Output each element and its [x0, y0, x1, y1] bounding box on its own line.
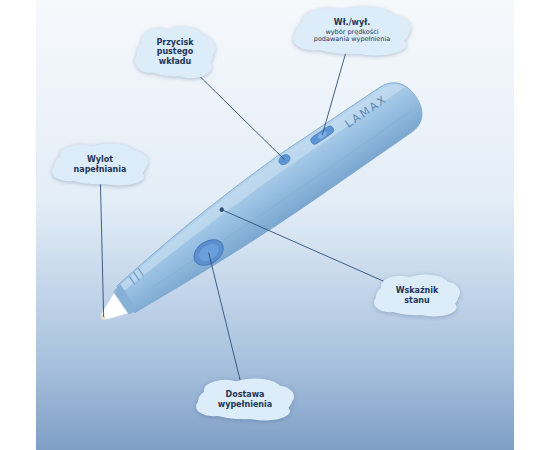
pen-top-face: [111, 77, 410, 291]
leader-line: [194, 71, 284, 160]
pen-seam: [153, 111, 412, 288]
pen-vents: [128, 268, 145, 285]
leader-line: [322, 52, 346, 135]
power-switch: [309, 124, 335, 145]
pen-nozzle: [99, 314, 106, 321]
callout-text: Wylot napełniania: [68, 155, 132, 174]
feed-button-inner: [196, 241, 222, 265]
pen: [81, 73, 431, 337]
callout-text: Dostawa wypełnienia: [212, 390, 278, 409]
callout-cloud: Wylot napełniania: [52, 143, 148, 186]
leader-line: [209, 253, 241, 383]
callout-text: Wskaźnik stanu: [390, 286, 444, 305]
callout-subtext: wybór prędkości podawania wypełnienia: [309, 29, 395, 45]
feed-button: [189, 234, 228, 270]
leader-line: [222, 210, 389, 284]
callout-cloud: Wł./wył.wybór prędkości podawania wypełn…: [293, 6, 411, 56]
callout-cloud: Wskaźnik stanu: [374, 274, 460, 317]
callout-text: Wł./wył.: [309, 18, 395, 28]
callout-cloud: Przycisk pustego wkładu: [135, 26, 215, 79]
pen-body: [107, 73, 432, 320]
leader-line: [100, 183, 103, 317]
callout-text: Przycisk pustego wkładu: [151, 38, 199, 67]
callout-cloud: Dostawa wypełnienia: [196, 378, 294, 421]
background: [36, 0, 514, 450]
pen-tip: [94, 293, 128, 327]
power-switch-knob: [317, 130, 328, 140]
